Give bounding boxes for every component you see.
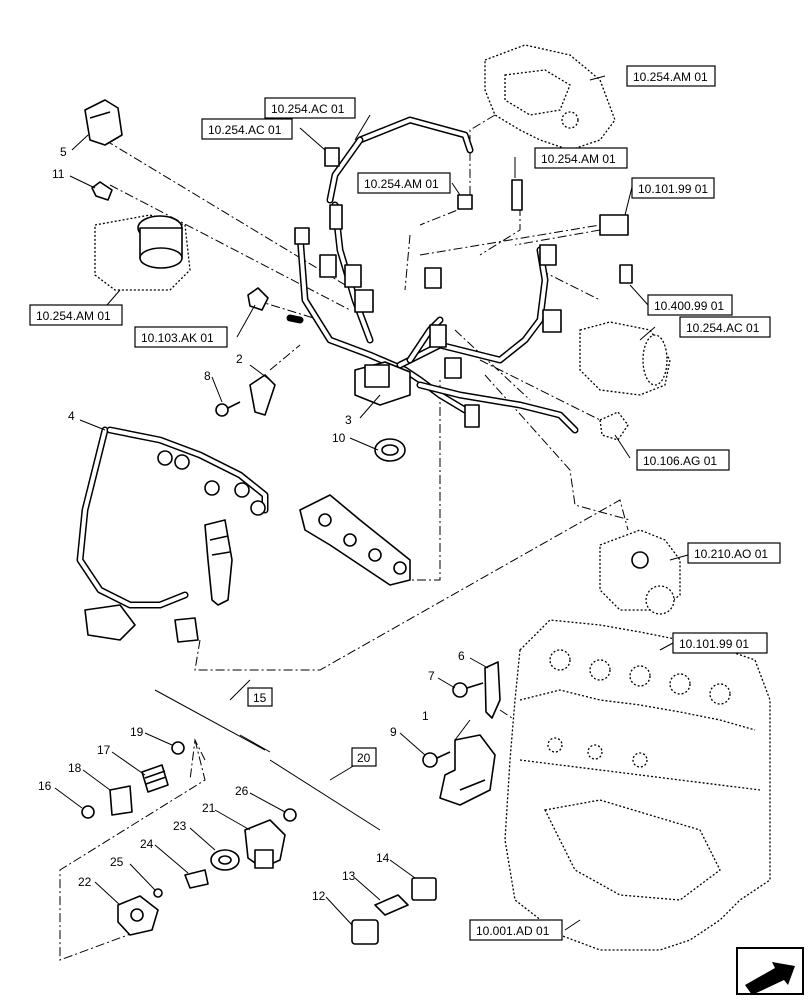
fuel-pump-ghost bbox=[599, 529, 681, 615]
ref-text: 10.103.AK 01 bbox=[141, 331, 214, 345]
ref-text: 10.101.99 01 bbox=[638, 182, 708, 196]
ref-box-9: 10.400.99 01 bbox=[647, 294, 733, 316]
callout-5: 5 bbox=[60, 145, 67, 159]
ref-box-3: 10.254.AC 01 bbox=[201, 118, 293, 140]
part-11-clip bbox=[91, 181, 113, 201]
callout-9: 9 bbox=[390, 725, 397, 739]
callout-3: 3 bbox=[345, 413, 352, 427]
fuel-injector bbox=[204, 519, 233, 606]
ref-text: 10.254.AM 01 bbox=[541, 152, 616, 166]
part-1-bracket bbox=[439, 734, 496, 806]
assembly-dash-lines bbox=[59, 114, 631, 961]
pipe-elbow bbox=[599, 411, 629, 441]
ref-box-2: 10.254.AC 01 bbox=[264, 97, 356, 119]
ref-box-1: 10.254.AM 01 bbox=[626, 65, 716, 87]
callout-8: 8 bbox=[204, 369, 211, 383]
callout-16: 16 bbox=[38, 779, 52, 793]
part-19-screw bbox=[171, 741, 185, 755]
part-2-clip bbox=[249, 374, 276, 416]
callout-4: 4 bbox=[68, 409, 75, 423]
starter-motor-ghost bbox=[579, 321, 671, 396]
ref-box-8: 10.103.AK 01 bbox=[134, 326, 228, 348]
callout-10: 10 bbox=[332, 431, 346, 445]
ref-text: 10.101.99 01 bbox=[679, 637, 749, 651]
part-8-bolt bbox=[215, 401, 241, 417]
ref-box-7: 10.254.AM 01 bbox=[29, 304, 123, 326]
callout-6: 6 bbox=[458, 649, 465, 663]
callout-14: 14 bbox=[376, 851, 390, 865]
callout-2: 2 bbox=[236, 352, 243, 366]
part-5-cap bbox=[84, 99, 123, 146]
part-10-grommet bbox=[374, 438, 406, 462]
kit-group-lines bbox=[154, 679, 381, 831]
ref-text: 10.001.AD 01 bbox=[476, 924, 550, 938]
engine-block-ghost bbox=[504, 619, 771, 951]
injector-harness bbox=[76, 426, 269, 643]
part-16-nut bbox=[81, 805, 95, 819]
arrow-next-icon[interactable] bbox=[736, 947, 804, 995]
part-6-bracket bbox=[484, 661, 501, 719]
callout-21: 21 bbox=[202, 801, 216, 815]
callout-15: 15 bbox=[253, 691, 267, 705]
ref-box-11: 10.106.AG 01 bbox=[636, 449, 730, 471]
fuel-rail bbox=[299, 494, 411, 586]
ref-box-6: 10.101.99 01 bbox=[631, 177, 715, 199]
ref-box-4: 10.254.AM 01 bbox=[534, 147, 628, 169]
ref-text: 10.400.99 01 bbox=[654, 299, 724, 313]
callout-19: 19 bbox=[130, 725, 144, 739]
ref-text: 10.254.AC 01 bbox=[686, 321, 760, 335]
callout-17: 17 bbox=[97, 743, 111, 757]
part-23-gasket bbox=[210, 849, 240, 871]
part-25-washer bbox=[153, 888, 163, 898]
harness-connectors bbox=[294, 147, 633, 428]
part-9-bolt bbox=[422, 751, 451, 768]
ref-text: 10.254.AM 01 bbox=[633, 70, 708, 84]
callout-20-box: 20 bbox=[351, 747, 377, 767]
part-26-screw bbox=[283, 808, 297, 822]
callout-20: 20 bbox=[357, 751, 371, 765]
part-24-pin bbox=[184, 869, 209, 889]
ref-text: 10.106.AG 01 bbox=[643, 454, 717, 468]
turbo-housing-ghost bbox=[484, 44, 616, 151]
callout-24: 24 bbox=[140, 837, 154, 851]
callout-leaders bbox=[54, 75, 689, 931]
part-21-sensor bbox=[244, 819, 286, 869]
part-14-relay bbox=[411, 877, 437, 901]
ref-box-13: 10.101.99 01 bbox=[672, 632, 768, 654]
ref-text: 10.254.AC 01 bbox=[271, 102, 345, 116]
callout-18: 18 bbox=[68, 761, 82, 775]
ref-text: 10.254.AM 01 bbox=[36, 309, 111, 323]
callout-26: 26 bbox=[235, 784, 249, 798]
part-12-relay bbox=[351, 919, 379, 945]
ref-text: 10.210.AO 01 bbox=[694, 547, 768, 561]
throttle-body-ghost bbox=[94, 214, 191, 291]
callout-15-box: 15 bbox=[247, 687, 273, 707]
part-17-spring bbox=[141, 764, 169, 793]
callout-numbers: 1 2 3 4 5 6 7 8 9 10 11 12 13 14 16 17 1… bbox=[38, 145, 465, 903]
part-7-bolt bbox=[452, 682, 484, 698]
part-13-clip bbox=[374, 894, 409, 916]
callout-22: 22 bbox=[78, 875, 92, 889]
ref-text: 10.254.AC 01 bbox=[208, 123, 282, 137]
callout-1: 1 bbox=[422, 709, 429, 723]
ref-text: 10.254.AM 01 bbox=[364, 177, 439, 191]
callout-12: 12 bbox=[312, 889, 326, 903]
part-22-sensor bbox=[117, 895, 159, 936]
ref-box-10: 10.254.AC 01 bbox=[679, 316, 771, 338]
part-18-plate bbox=[109, 785, 133, 816]
callout-11: 11 bbox=[52, 167, 65, 181]
callout-23: 23 bbox=[173, 819, 187, 833]
callout-25: 25 bbox=[110, 855, 124, 869]
part-3-bracket bbox=[354, 361, 411, 406]
ref-box-14: 10.001.AD 01 bbox=[469, 919, 563, 941]
callout-7: 7 bbox=[428, 669, 435, 683]
callout-13: 13 bbox=[342, 869, 356, 883]
ref-box-5: 10.254.AM 01 bbox=[357, 172, 451, 194]
sensor-ak bbox=[247, 287, 269, 311]
ref-box-12: 10.210.AO 01 bbox=[687, 542, 781, 564]
